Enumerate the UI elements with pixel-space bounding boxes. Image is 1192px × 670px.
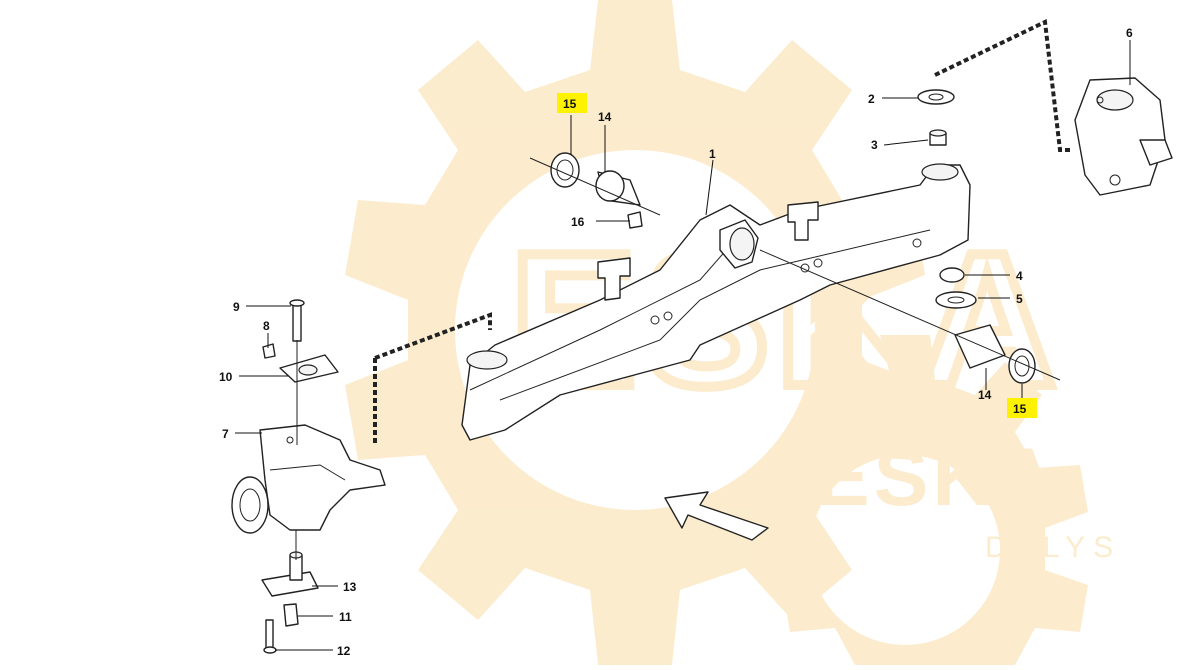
watermark-sub: DALYS [985,531,1121,564]
axis-line [529,157,1061,381]
leader-lines [235,40,1131,651]
callout-labels: 1 2 3 4 5 6 7 8 9 10 11 12 13 14 14 15 1… [219,26,1133,658]
highlight-box-15-right [1007,398,1037,418]
callout-10: 10 [219,370,233,384]
callout-8: 8 [263,319,270,333]
steering-knuckle [231,424,386,534]
axle-beam [461,163,971,441]
callout-15-right: 15 [1013,402,1027,416]
callout-12: 12 [337,644,351,658]
direction-arrow [664,491,769,541]
callout-7: 7 [222,427,229,441]
callout-1: 1 [709,147,716,161]
watermark-logo: ESKA ESKA DALYS [345,0,1121,665]
callout-13: 13 [343,580,357,594]
callout-16: 16 [571,215,585,229]
callout-9: 9 [233,300,240,314]
callout-2: 2 [868,92,875,106]
watermark-brand-small: ESKA [815,432,1059,523]
bushing-left [550,152,643,229]
callout-15-left: 15 [563,97,577,111]
callout-5: 5 [1016,292,1023,306]
callout-3: 3 [871,138,878,152]
washers-right [917,89,1036,384]
callout-14-right: 14 [978,388,992,402]
pivot-bracket [1074,77,1173,196]
lower-plate [261,530,319,654]
callout-11: 11 [339,610,352,624]
upper-plate [262,299,339,445]
dashed-link-right [934,18,1070,152]
callout-6: 6 [1126,26,1133,40]
highlight-box-15-left [557,93,587,113]
callout-14-left: 14 [598,110,612,124]
callout-4: 4 [1016,269,1023,283]
dashed-link-left [373,312,492,445]
watermark-gear [345,0,925,665]
